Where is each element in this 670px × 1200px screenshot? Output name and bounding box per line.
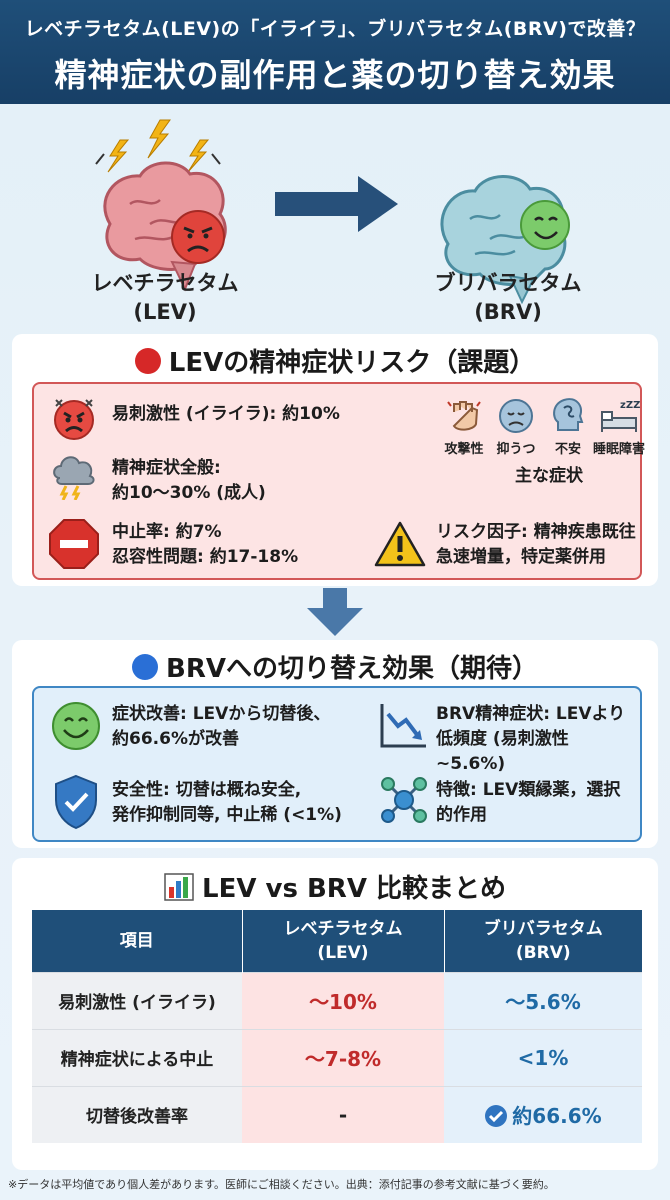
col-lev-abbr: (LEV) bbox=[317, 942, 369, 963]
brain-happy-icon bbox=[440, 175, 570, 305]
risk-factors: リスク因子: 精神疾患既往 急速増量，特定薬併用 bbox=[436, 520, 636, 570]
switch-brvpsych-line2: 低頻度 (易刺激性 ~5.6%) bbox=[436, 729, 569, 774]
compare-header-row: 項目 レベチラセタム (LEV) ブリバラセタム (BRV) bbox=[32, 910, 642, 972]
trend-down-icon bbox=[380, 704, 426, 748]
switch-box: 症状改善: LEVから切替後、 約66.6%が改善 BRV精神症状: LEVより… bbox=[32, 686, 642, 842]
check-circle-icon bbox=[485, 1105, 508, 1128]
switch-feature-line1: 特徴: LEV類縁薬，選択 bbox=[436, 780, 621, 800]
lev-label-name: レベチラセタム bbox=[91, 271, 239, 295]
sleep-bed-icon: zZZ bbox=[601, 400, 640, 432]
risk-stop-rate: 中止率: 約7% bbox=[112, 522, 222, 542]
symptom-sleep: 睡眠障害 bbox=[592, 442, 645, 457]
switch-safety: 安全性: 切替は概ね安全, 発作抑制同等, 中止稀 (<1%) bbox=[112, 778, 342, 828]
switch-section: BRVへの切り替え効果（期待） 症状改善: LEVから切替後、 約66.6%が改… bbox=[12, 640, 658, 848]
brv-label: ブリバラセタム (BRV) bbox=[398, 269, 618, 327]
shield-check-icon bbox=[55, 774, 97, 830]
col-brv-name: ブリバラセタム bbox=[483, 918, 603, 939]
col-brv-header: ブリバラセタム (BRV) bbox=[444, 910, 642, 972]
row-item-cell: 切替後改善率 bbox=[32, 1085, 242, 1143]
risk-tolerability: 忍容性問題: 約17-18% bbox=[112, 547, 299, 567]
molecule-icon bbox=[381, 777, 427, 823]
col-brv-abbr: (BRV) bbox=[515, 942, 571, 963]
risk-section: LEVの精神症状リスク（課題） 易刺激性 (イライラ): 約10% 精神症状全般… bbox=[12, 334, 658, 586]
table-row: 精神症状による中止 〜7-8% <1% bbox=[32, 1028, 642, 1086]
angry-face-icon bbox=[54, 399, 94, 440]
row-brv-cell: 〜5.6% bbox=[444, 971, 642, 1029]
col-lev-name: レベチラセタム bbox=[283, 918, 403, 939]
risk-factors-line2: 急速増量，特定薬併用 bbox=[436, 547, 606, 567]
storm-cloud-icon bbox=[53, 456, 95, 500]
risk-title: LEVの精神症状リスク（課題） bbox=[12, 342, 658, 379]
risk-factors-line1: リスク因子: 精神疾患既往 bbox=[436, 522, 636, 542]
arrow-right-icon bbox=[275, 176, 398, 232]
row-lev-cell: - bbox=[242, 1085, 444, 1143]
switch-title: BRVへの切り替え効果（期待） bbox=[12, 648, 658, 685]
row-brv-value: 約66.6% bbox=[512, 1104, 602, 1129]
table-row: 切替後改善率 - 約66.6% bbox=[32, 1085, 642, 1143]
switch-improve-line1: 症状改善: LEVから切替後、 bbox=[112, 704, 331, 724]
switch-safety-line2: 発作抑制同等, 中止稀 (<1%) bbox=[112, 805, 342, 825]
header-banner: レベチラセタム(LEV)の「イライラ」、ブリバラセタム(BRV)で改善？ 精神症… bbox=[0, 0, 670, 104]
lightning-icon bbox=[95, 119, 221, 173]
risk-psych: 精神症状全般: 約10〜30% (成人) bbox=[112, 456, 266, 506]
lev-label-abbr: (LEV) bbox=[133, 300, 197, 324]
brv-label-abbr: (BRV) bbox=[474, 300, 542, 324]
bar-chart-icon bbox=[164, 873, 194, 901]
risk-psych-line2: 約10〜30% (成人) bbox=[112, 483, 266, 503]
stop-sign-icon bbox=[49, 519, 99, 569]
switch-feature: 特徴: LEV類縁薬，選択 的作用 bbox=[436, 778, 620, 828]
risk-psych-line1: 精神症状全般: bbox=[112, 458, 221, 478]
brain-angry-icon bbox=[103, 161, 227, 292]
compare-table: 項目 レベチラセタム (LEV) ブリバラセタム (BRV) 易刺激性 (イライ… bbox=[32, 910, 642, 1143]
switch-title-text: BRVへの切り替え効果（期待） bbox=[166, 654, 538, 684]
anxious-head-icon bbox=[553, 398, 584, 431]
footer-note: ※データは平均値であり個人差があります。医師にご相談ください。出典：添付記事の参… bbox=[8, 1178, 555, 1191]
row-lev-cell: 〜7-8% bbox=[242, 1028, 444, 1086]
hero-graphic bbox=[95, 119, 570, 305]
header-subtitle: レベチラセタム(LEV)の「イライラ」、ブリバラセタム(BRV)で改善？ bbox=[24, 18, 646, 40]
lev-label: レベチラセタム (LEV) bbox=[55, 269, 275, 327]
red-dot-icon bbox=[134, 348, 161, 374]
risk-title-text: LEVの精神症状リスク（課題） bbox=[168, 348, 536, 378]
risk-irritability: 易刺激性 (イライラ): 約10% bbox=[112, 404, 340, 424]
row-lev-cell: 〜10% bbox=[242, 971, 444, 1029]
switch-improve: 症状改善: LEVから切替後、 約66.6%が改善 bbox=[112, 702, 330, 752]
switch-brvpsych-line1: BRV精神症状: LEVより bbox=[436, 704, 626, 724]
compare-section: LEV vs BRV 比較まとめ 項目 レベチラセタム (LEV) ブリバラセタ… bbox=[12, 858, 658, 1170]
svg-text:zZZ: zZZ bbox=[620, 400, 640, 411]
symptom-aggression: 攻撃性 bbox=[444, 442, 484, 457]
header-title: 精神症状の副作用と薬の切り替え効果 bbox=[54, 56, 616, 94]
risk-stop: 中止率: 約7% 忍容性問題: 約17-18% bbox=[112, 520, 298, 570]
warning-icon bbox=[374, 521, 426, 567]
brv-label-name: ブリバラセタム bbox=[434, 271, 582, 295]
col-lev-header: レベチラセタム (LEV) bbox=[242, 910, 445, 972]
row-brv-cell: <1% bbox=[444, 1028, 642, 1086]
compare-title-text: LEV vs BRV 比較まとめ bbox=[202, 874, 506, 904]
symptom-anxiety: 不安 bbox=[554, 442, 581, 457]
fist-icon bbox=[447, 401, 481, 431]
row-brv-cell: 約66.6% bbox=[444, 1085, 642, 1143]
hero-illustration: レベチラセタム (LEV) ブリバラセタム (BRV) bbox=[0, 104, 670, 334]
smile-face-icon bbox=[52, 702, 100, 750]
blue-dot-icon bbox=[132, 654, 159, 680]
compare-title: LEV vs BRV 比較まとめ bbox=[12, 868, 658, 905]
switch-brvpsych: BRV精神症状: LEVより 低頻度 (易刺激性 ~5.6%) bbox=[436, 702, 640, 777]
switch-safety-line1: 安全性: 切替は概ね安全, bbox=[112, 780, 302, 800]
switch-feature-line2: 的作用 bbox=[436, 805, 487, 825]
switch-improve-line2: 約66.6%が改善 bbox=[112, 729, 239, 749]
sad-face-icon bbox=[499, 399, 533, 433]
row-item-cell: 易刺激性 (イライラ) bbox=[32, 971, 242, 1029]
symptom-depression: 抑うつ bbox=[496, 442, 536, 457]
col-item-header: 項目 bbox=[32, 910, 243, 972]
row-item-cell: 精神症状による中止 bbox=[32, 1028, 242, 1086]
symptom-caption: 主な症状 bbox=[515, 466, 583, 486]
risk-box: 易刺激性 (イライラ): 約10% 精神症状全般: 約10〜30% (成人) 中… bbox=[32, 382, 645, 580]
arrow-down-icon bbox=[307, 588, 363, 636]
table-row: 易刺激性 (イライラ) 〜10% 〜5.6% bbox=[32, 971, 642, 1029]
